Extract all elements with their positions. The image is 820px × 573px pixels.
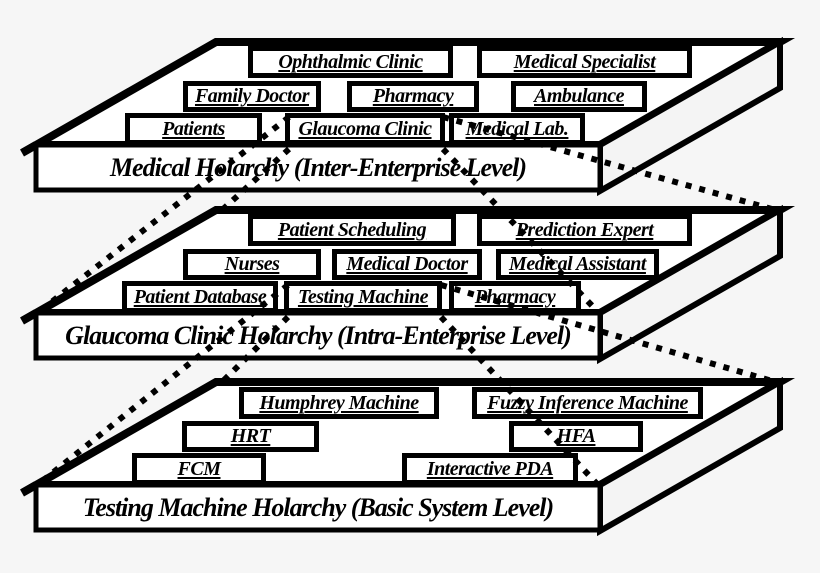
holon-box-fcm: FCM (132, 453, 266, 485)
holon-box-ophthalmic-clinic: Ophthalmic Clinic (248, 46, 453, 78)
holon-box-medical-specialist: Medical Specialist (477, 46, 692, 78)
holon-box-medical-assistant: Medical Assistant (496, 249, 659, 280)
layer-2-title: Glaucoma Clinic Holarchy (Intra-Enterpri… (65, 321, 572, 350)
layer-3-front-face (33, 482, 603, 533)
holon-box-testing-machine: Testing Machine (284, 281, 442, 313)
holon-box-fuzzy-inference-machine: Fuzzy Inference Machine (472, 387, 703, 419)
holon-box-humphrey-machine: Humphrey Machine (239, 387, 439, 419)
layer-1-title: Medical Holarchy (Inter-Enterprise Level… (109, 153, 527, 182)
holon-box-glaucoma-clinic: Glaucoma Clinic (285, 113, 445, 145)
holon-box-patient-database: Patient Database (122, 281, 278, 313)
holon-box-medical-lab: Medical Lab. (449, 113, 585, 145)
holon-box-pharmacy-top: Pharmacy (347, 81, 479, 112)
holon-box-patient-scheduling: Patient Scheduling (248, 214, 456, 246)
holon-box-hfa: HFA (509, 421, 643, 452)
holon-box-family-doctor: Family Doctor (183, 81, 321, 112)
holon-box-medical-doctor: Medical Doctor (332, 249, 482, 280)
holon-box-nurses: Nurses (183, 249, 321, 280)
holon-box-prediction-expert: Prediction Expert (477, 214, 692, 246)
holon-box-interactive-pda: Interactive PDA (402, 453, 578, 485)
holon-box-pharmacy-middle: Pharmacy (449, 281, 581, 313)
holon-box-patients: Patients (125, 113, 262, 145)
holon-box-ambulance: Ambulance (511, 81, 647, 112)
holon-box-hrt: HRT (182, 421, 319, 452)
layer-3-title: Testing Machine Holarchy (Basic System L… (82, 493, 554, 522)
